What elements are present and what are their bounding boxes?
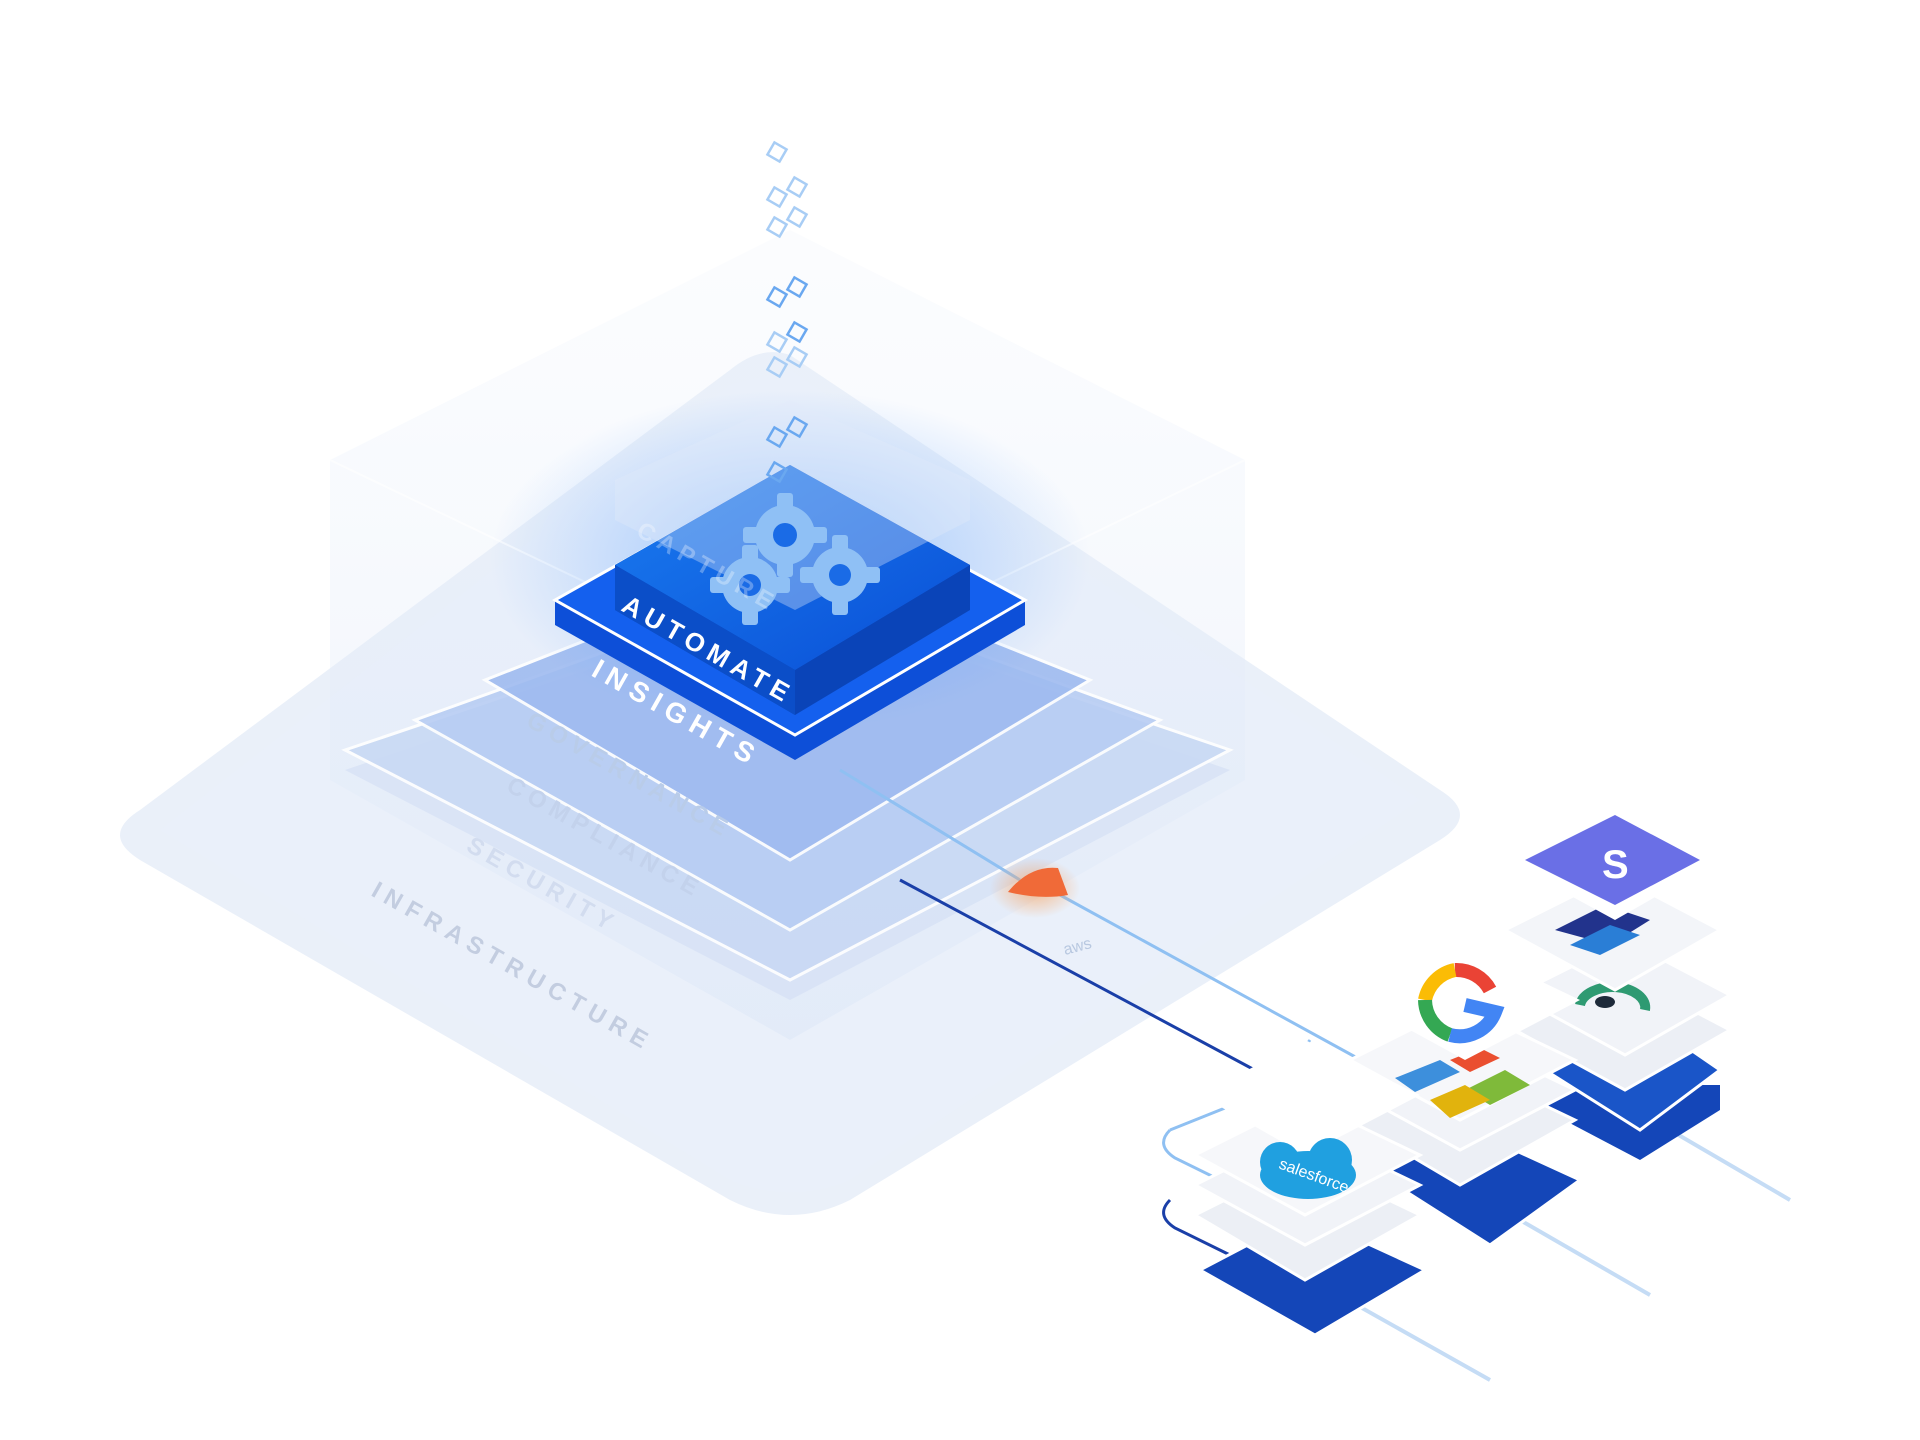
gears-group (710, 493, 880, 625)
gear-icon (710, 545, 790, 625)
paypal-logo-icon (1555, 905, 1650, 955)
google-logo-icon (1418, 963, 1505, 1044)
gear-icon (743, 493, 827, 577)
gateway-node (990, 858, 1080, 918)
aws-label: aws (1062, 935, 1094, 959)
stripe-logo-icon (1525, 815, 1700, 905)
salesforce-logo-icon (1260, 1138, 1356, 1199)
connection-lines (839, 768, 1792, 1382)
data-stream (765, 140, 809, 484)
stripe-logo-text: S (1602, 843, 1629, 887)
microsoft-logo-icon (1395, 1048, 1530, 1118)
gear-icon (800, 535, 880, 615)
integration-stack-left: salesforce (1191, 1040, 1429, 1337)
